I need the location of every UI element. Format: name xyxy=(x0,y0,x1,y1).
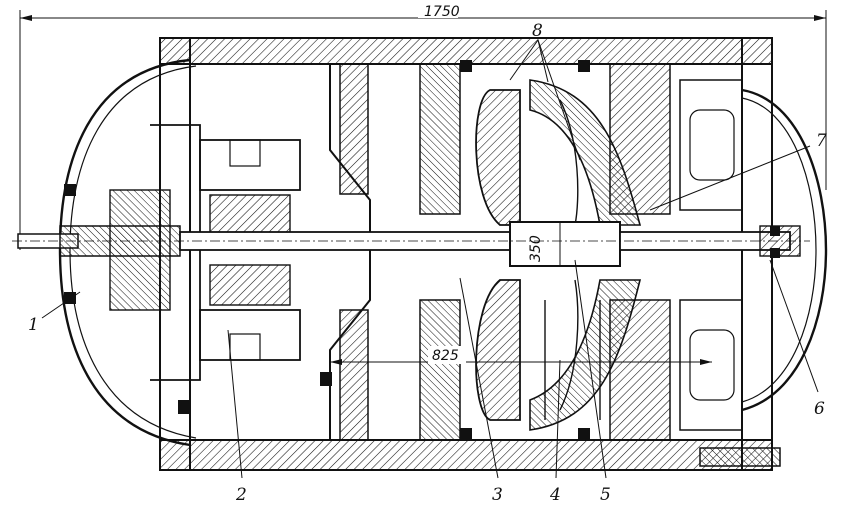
callout-7: 7 xyxy=(816,131,827,151)
callout-5: 5 xyxy=(600,485,611,505)
diameter-dimension: 350 xyxy=(528,222,561,266)
callout-4: 4 xyxy=(549,485,561,505)
bolts xyxy=(64,60,780,440)
callout-1: 1 xyxy=(28,315,39,335)
inner-span-label: 825 xyxy=(432,348,459,364)
overall-length-dimension: 1750 xyxy=(19,4,827,250)
diameter-label: 350 xyxy=(528,235,544,262)
impellers xyxy=(475,79,642,431)
callout-6: 6 xyxy=(814,399,825,419)
outer-casing xyxy=(159,37,781,471)
callout-8: 8 xyxy=(532,21,543,41)
inner-span-dimension: 825 xyxy=(330,346,712,365)
callout-3: 3 xyxy=(492,485,503,505)
overall-length-label: 1750 xyxy=(424,4,460,20)
callouts: 1 2 3 4 5 6 7 8 xyxy=(28,21,827,505)
callout-2: 2 xyxy=(235,485,247,505)
diaphragms xyxy=(329,63,743,441)
